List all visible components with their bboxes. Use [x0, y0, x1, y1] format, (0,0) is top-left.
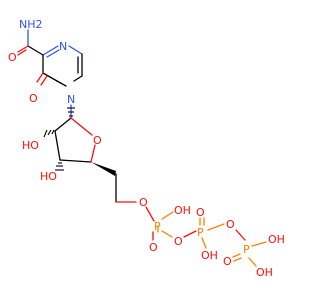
label-nh2: NH2 [19, 18, 43, 31]
label-o-amide: O [8, 51, 17, 64]
label-n-top: N [59, 40, 67, 53]
label-n-ring: N [67, 93, 75, 106]
bond-c1-c2 [54, 117, 72, 132]
label-p1-oh: OH [174, 204, 191, 217]
label-p3-o-double: O [223, 255, 232, 268]
label-o-bridge2: O [226, 218, 235, 231]
bond-c-n [73, 75, 83, 82]
bond-c3-camide [27, 45, 44, 56]
label-p2-o-double: O [196, 206, 205, 219]
bond-c2-c3 [54, 130, 61, 161]
label-o-bridge1: O [174, 235, 183, 248]
bond-p1-obridge [161, 230, 173, 238]
label-p2: P [197, 226, 204, 239]
label-ho-3: HO [40, 170, 57, 183]
pyrazinone-ring [17, 29, 83, 87]
hash-c1-n [67, 107, 75, 117]
bond-p3-oh-bottom [248, 257, 257, 267]
label-ho-2: HO [22, 139, 39, 152]
bond-o-c1 [70, 117, 93, 136]
bond-p2-oh [201, 237, 207, 249]
bond-o5-p1 [145, 206, 155, 222]
hash-c3-oh [55, 162, 64, 171]
bond-c2-o [36, 72, 44, 83]
bond-obridge-p2 [183, 230, 197, 238]
ribose-ring [43, 107, 137, 203]
molecule-diagram: NH2 N N O O O HO HO O P OH O O P O OH O … [8, 18, 285, 279]
bond-p1-oh [161, 211, 174, 220]
wedge-c4-c5 [91, 162, 116, 176]
label-p1: P [154, 220, 161, 233]
bond-camide-o-double [17, 49, 27, 56]
label-o-5: O [139, 196, 148, 209]
bond-c-c2 [42, 72, 58, 82]
hash-c2-oh [43, 129, 55, 138]
bond-camide-o [17, 45, 29, 53]
bond-c2-n1 [56, 80, 67, 87]
structure-drawing: NH2 N N O O O HO HO O P OH O O P O OH O … [8, 18, 285, 279]
bond-c3-n4 [42, 45, 59, 56]
bond-p2-obridge2 [207, 223, 225, 231]
label-o-ring: O [93, 134, 102, 147]
bond-n-c [68, 45, 83, 55]
bond-p3-oh-right [251, 241, 267, 247]
bond-c3-c4 [59, 159, 92, 163]
triphosphate-chain [145, 206, 267, 267]
label-p3-oh-bottom: OH [256, 266, 273, 279]
label-p3: P [243, 243, 250, 256]
bond-p3-o-double2 [233, 257, 242, 262]
label-p2-oh: OH [201, 249, 218, 262]
label-p1-o-double: O [149, 241, 158, 254]
bond-p3-o-double [232, 253, 241, 258]
label-o-ketone: O [29, 92, 38, 105]
bond-c2-o-double [40, 75, 48, 86]
bond-obridge2-p3 [235, 229, 246, 241]
bond-c4-o [90, 144, 96, 163]
bond-c3-n4-double [46, 49, 60, 58]
label-p3-oh-top: OH [268, 233, 285, 246]
